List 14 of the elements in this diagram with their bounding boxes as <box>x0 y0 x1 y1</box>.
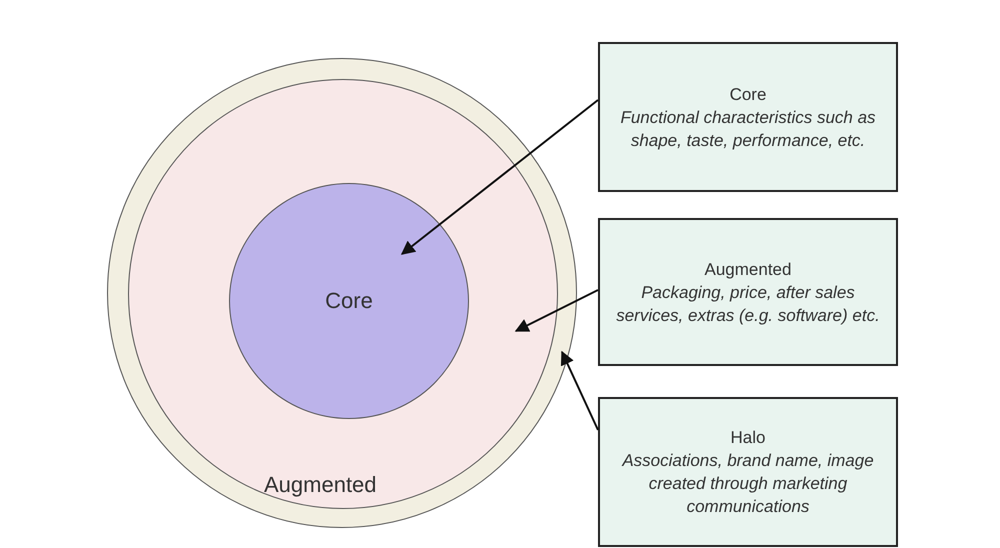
ring-label: Core <box>325 288 373 314</box>
box-heading: Core <box>730 84 766 106</box>
box-heading: Augmented <box>704 258 792 280</box>
box-description: Packaging, price, after sales services, extras (e.g. software) etc. <box>615 282 881 326</box>
arrow <box>560 350 599 430</box>
box-heading: Halo <box>730 427 766 449</box>
box-description: Associations, brand name, image created through marketing communications <box>620 450 875 518</box>
arrow <box>514 289 598 332</box>
description-box <box>598 42 898 192</box>
ring-label: Augmented <box>264 472 377 498</box>
description-box <box>598 397 898 547</box>
description-box <box>598 218 898 366</box>
box-description: Functional characteristics such as shape, taste, performance, etc. <box>619 106 877 152</box>
arrow <box>400 99 599 255</box>
